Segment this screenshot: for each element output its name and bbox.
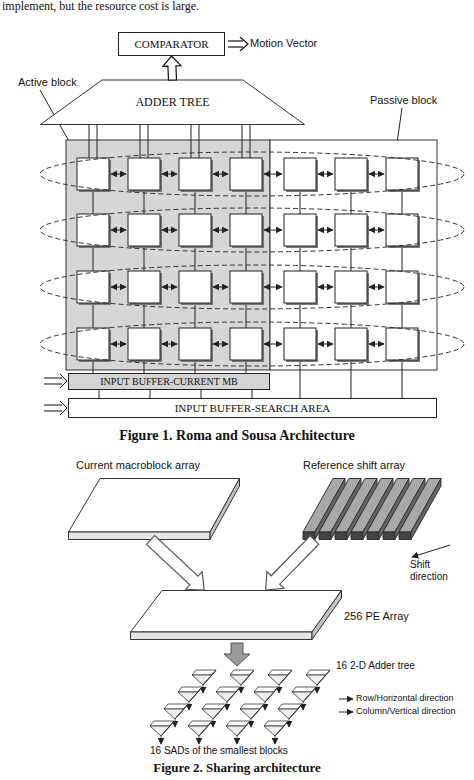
bar-side xyxy=(411,479,441,540)
bus-line xyxy=(97,125,98,158)
slab-top xyxy=(131,591,342,633)
bus-line xyxy=(250,125,251,158)
input-arrow xyxy=(44,384,62,385)
part-label: 16 2-D Adder tree xyxy=(336,660,415,672)
bus-line xyxy=(351,360,352,398)
bus-line xyxy=(89,125,90,158)
bus-line xyxy=(148,125,149,158)
box-label: COMPARATOR xyxy=(135,38,209,50)
input-arrow-head xyxy=(60,374,67,388)
direction-label: Row/Horizontal direction xyxy=(356,693,454,703)
slab-side xyxy=(312,591,342,640)
block-arrow xyxy=(163,56,181,80)
adder-tree-pyramid xyxy=(264,721,288,744)
node-outline xyxy=(130,590,342,640)
box-label: INPUT BUFFER-CURRENT MB xyxy=(100,376,237,387)
output-arrow xyxy=(228,40,243,41)
direction-arrow xyxy=(339,712,353,713)
node-outline xyxy=(68,478,240,540)
shift-loop xyxy=(40,265,464,309)
adder-tree-trapezoid: ADDER TREE xyxy=(40,80,305,125)
input-arrow xyxy=(44,405,62,406)
bar-front xyxy=(399,532,411,540)
bus-line xyxy=(140,125,141,158)
bus-line xyxy=(201,390,202,398)
adder-tree-pyramid xyxy=(188,721,212,744)
shift-loop xyxy=(40,208,464,252)
adder-tree-pyramid xyxy=(226,721,250,744)
input-arrow-head xyxy=(60,401,67,415)
direction-label: Shift direction xyxy=(410,559,466,582)
output-label: 16 SADs of the smallest blocks xyxy=(150,745,288,757)
callout-label: Active block xyxy=(18,76,77,89)
pe-row xyxy=(77,158,420,192)
macroblock-slab: Current macroblock array xyxy=(68,478,240,540)
part-heading: 256 PE Array xyxy=(344,610,409,622)
bar-front xyxy=(319,532,331,540)
trapezoid-outline xyxy=(41,80,305,125)
input-arrow xyxy=(44,411,62,412)
bus-line xyxy=(150,390,151,398)
pe-column-links xyxy=(246,190,247,328)
adder-inputs xyxy=(89,125,250,158)
figure-caption: Figure 1. Roma and Sousa Architecture xyxy=(0,428,474,444)
bar-front xyxy=(335,532,347,540)
input-buffer-box: INPUT BUFFER-CURRENT MB xyxy=(68,373,270,390)
shift-array-bars: Reference shift array xyxy=(295,478,445,540)
output-label: Motion Vector xyxy=(250,37,317,50)
bus-line xyxy=(402,360,403,398)
bar-front xyxy=(351,532,363,540)
block-arrow xyxy=(146,536,204,590)
bar-front xyxy=(367,532,379,540)
bus-line xyxy=(300,360,301,398)
adder-tree-pyramid xyxy=(150,721,174,744)
input-buffer-box: INPUT BUFFER-SEARCH AREA xyxy=(68,398,437,418)
body-text: implement, but the resource cost is larg… xyxy=(2,0,199,14)
direction-arrow xyxy=(339,699,353,700)
shift-arrow xyxy=(412,545,450,557)
figure-caption: Figure 2. Sharing architecture xyxy=(0,761,474,776)
shift-loop xyxy=(40,322,464,366)
pe-array-slab: 256 PE Array xyxy=(130,590,342,640)
direction-label: Column/Vertical direction xyxy=(356,706,456,716)
pe-column-links xyxy=(93,190,94,328)
bus-line xyxy=(242,125,243,158)
pe-column-links xyxy=(402,190,403,328)
output-arrow xyxy=(228,46,243,47)
slab-front xyxy=(131,632,313,640)
bus-line xyxy=(252,390,253,398)
pe-column-links xyxy=(300,190,301,328)
bar-front xyxy=(303,532,315,540)
slab-front xyxy=(69,532,211,540)
comparator-box: COMPARATOR xyxy=(118,32,225,56)
part-heading: Current macroblock array xyxy=(76,459,200,471)
pe-row xyxy=(77,328,420,362)
box-label: ADDER TREE xyxy=(135,96,209,109)
input-arrow xyxy=(44,378,62,379)
pe-row xyxy=(77,271,420,305)
slab-top xyxy=(69,479,240,533)
pe-row xyxy=(77,214,420,248)
box-label: INPUT BUFFER-SEARCH AREA xyxy=(175,402,331,414)
part-heading: Reference shift array xyxy=(303,459,405,471)
block-arrow xyxy=(266,536,319,590)
output-arrow-head xyxy=(240,37,248,51)
slab-side xyxy=(210,479,240,540)
bar-front xyxy=(383,532,395,540)
node-outline xyxy=(295,478,445,540)
shift-loop xyxy=(40,152,464,196)
pe-column-links xyxy=(195,190,196,328)
callout-label: Passive block xyxy=(370,94,437,107)
down-arrow xyxy=(224,643,250,666)
bus-line xyxy=(99,390,100,398)
